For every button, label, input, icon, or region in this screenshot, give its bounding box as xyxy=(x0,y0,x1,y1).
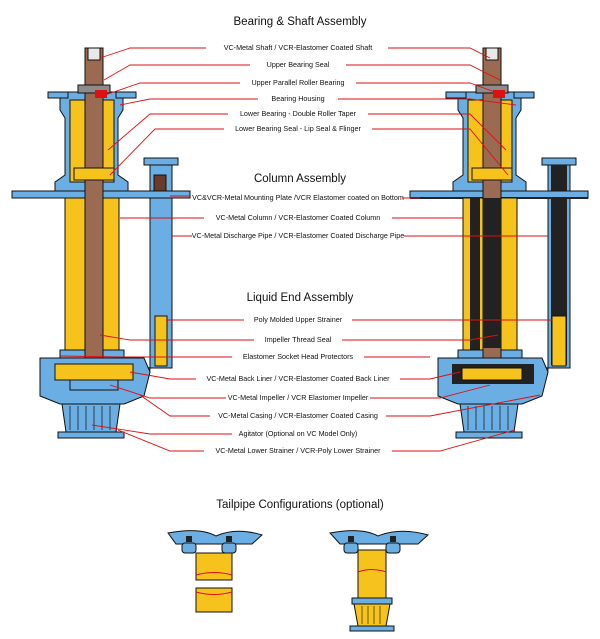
label-agitator: Agitator (Optional on VC Model Only) xyxy=(239,429,358,438)
label-upper-bearing-seal: Upper Bearing Seal xyxy=(267,60,330,69)
heading-column: Column Assembly xyxy=(254,173,346,185)
label-mounting-plate: VC&VCR-Metal Mounting Plate /VCR Elastom… xyxy=(192,193,404,202)
heading-tailpipe: Tailpipe Configurations (optional) xyxy=(216,499,384,511)
left-pump-vc xyxy=(11,47,191,439)
tailpipe-config-1 xyxy=(167,530,263,613)
tailpipe-config-2 xyxy=(329,530,430,632)
heading-bearing-shaft: Bearing & Shaft Assembly xyxy=(234,16,367,28)
label-lower-bearing: Lower Bearing - Double Roller Taper xyxy=(240,109,357,118)
callouts: VC-Metal Shaft / VCR-Elastomer Coated Sh… xyxy=(59,43,552,455)
label-lower-strainer: VC-Metal Lower Strainer / VCR-Poly Lower… xyxy=(216,446,382,455)
label-casing: VC-Metal Casing / VCR-Elastomer Coated C… xyxy=(218,411,378,420)
label-column: VC-Metal Column / VCR-Elastomer Coated C… xyxy=(216,213,381,222)
label-upper-roller-bearing: Upper Parallel Roller Bearing xyxy=(251,78,344,87)
right-pump-vcr xyxy=(409,47,589,439)
label-discharge-pipe: VC-Metal Discharge Pipe / VCR-Elastomer … xyxy=(192,231,405,240)
label-bearing-housing: Bearing Housing xyxy=(271,94,324,103)
label-back-liner: VC-Metal Back Liner / VCR-Elastomer Coat… xyxy=(207,374,391,383)
label-upper-strainer: Poly Molded Upper Strainer xyxy=(254,315,343,324)
label-socket-head-protectors: Elastomer Socket Head Protectors xyxy=(243,352,354,361)
label-shaft: VC-Metal Shaft / VCR-Elastomer Coated Sh… xyxy=(224,43,373,52)
label-lower-bearing-seal: Lower Bearing Seal - Lip Seal & Flinger xyxy=(235,124,361,133)
heading-liquid-end: Liquid End Assembly xyxy=(247,292,354,304)
label-impeller: VC-Metal Impeller / VCR Elastomer Impell… xyxy=(228,393,369,402)
label-impeller-thread-seal: Impeller Thread Seal xyxy=(265,335,332,344)
